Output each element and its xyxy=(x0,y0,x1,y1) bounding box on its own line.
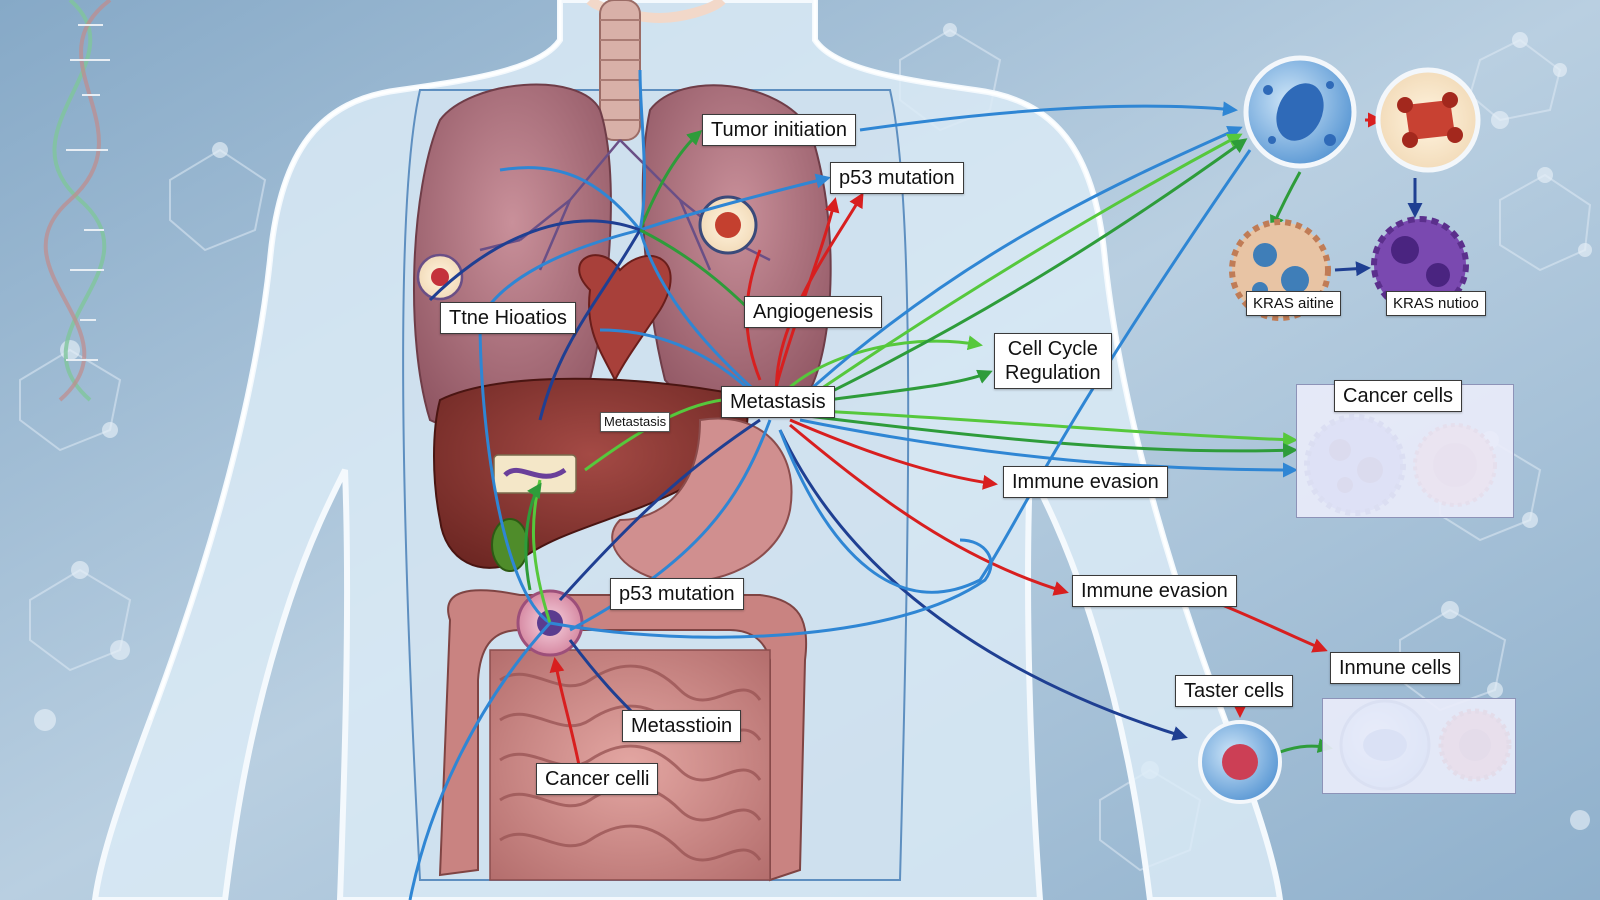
immune-cells-panel xyxy=(1322,698,1516,794)
pathway-arrows xyxy=(408,69,1423,900)
label-taster-cells: Taster cells xyxy=(1175,675,1294,707)
dna-helix-decoration xyxy=(43,0,112,402)
label-tine-hioatios: Ttne Hioatios xyxy=(440,302,576,334)
lung-tumor-cell xyxy=(416,253,464,301)
label-immune-evasion-2: Immune evasion xyxy=(1072,575,1237,607)
label-kras-right: KRAS nutioo xyxy=(1386,291,1486,316)
label-immune-cells: Inmune cells xyxy=(1330,652,1461,684)
right-lung-tumor-cell xyxy=(698,195,758,255)
label-metastasis-small: Metastasis xyxy=(600,412,671,432)
gallbladder xyxy=(491,518,529,572)
label-kras-left: KRAS aitine xyxy=(1246,291,1341,316)
label-cancer-cells-panel: Cancer cells xyxy=(1334,380,1463,412)
label-metasstoin: Metasstioin xyxy=(622,710,742,742)
label-cell-cycle-regulation: Cell Cycle Regulation xyxy=(994,333,1112,389)
label-metastasis-main: Metastasis xyxy=(721,386,835,418)
label-cell-cycle-line2: Regulation xyxy=(1005,362,1101,384)
label-tumor-initiation: Tumor initiation xyxy=(702,114,856,146)
label-immune-evasion-1: Immune evasion xyxy=(1003,466,1168,498)
red-cell-top xyxy=(1375,67,1481,173)
taster-cell xyxy=(1198,720,1282,804)
label-cancer-cells-bottom: Cancer celli xyxy=(536,763,659,795)
large-intestine xyxy=(438,589,808,882)
label-cell-cycle-line1: Cell Cycle xyxy=(1007,338,1098,360)
label-p53-mutation-mid: p53 mutation xyxy=(610,578,744,610)
label-angiogenesis: Angiogenesis xyxy=(744,296,883,328)
blue-cell-top xyxy=(1243,55,1357,169)
molecule-nodes-decoration xyxy=(34,23,1592,830)
heart xyxy=(578,254,672,383)
label-p53-mutation-top: p53 mutation xyxy=(830,162,964,194)
liver-lesion-inset xyxy=(493,454,577,494)
